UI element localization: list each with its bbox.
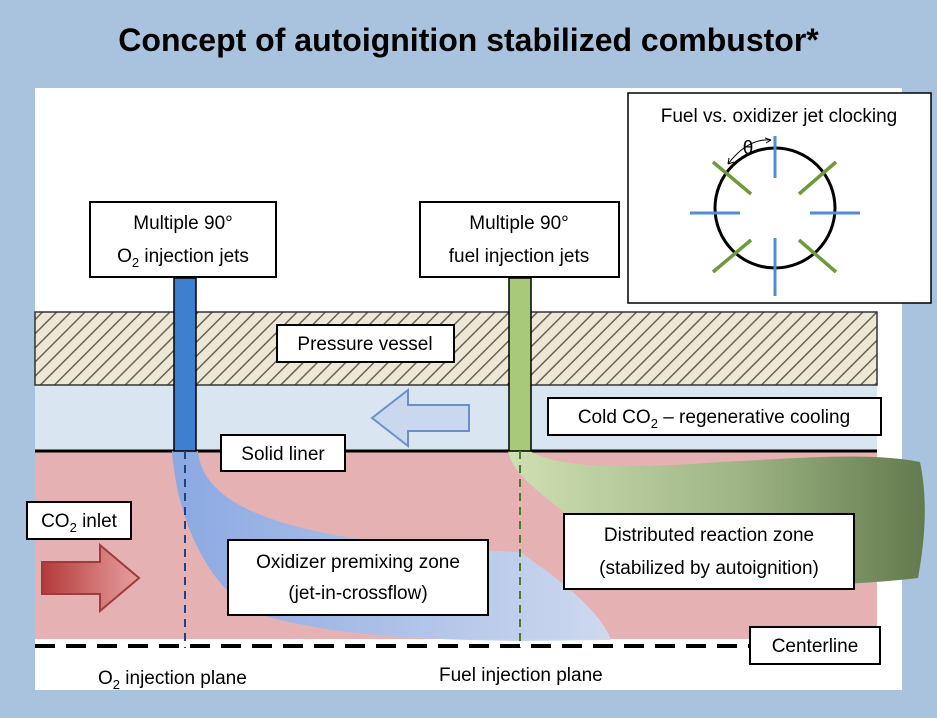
svg-text:Centerline: Centerline (772, 636, 859, 657)
svg-text:Cold CO2 – regenerative coolin: Cold CO2 – regenerative cooling (578, 407, 850, 431)
svg-text:fuel injection jets: fuel injection jets (449, 246, 589, 267)
fuel-injection-plane-label: Fuel injection plane (439, 665, 603, 686)
svg-text:(stabilized by autoignition): (stabilized by autoignition) (599, 558, 819, 579)
centerline-label-box: Centerline (749, 626, 881, 665)
inset-theta-arc (727, 139, 772, 165)
left-notch (0, 262, 35, 462)
inset-theta-symbol: θ (743, 138, 754, 159)
svg-text:Multiple 90°: Multiple 90° (469, 213, 568, 234)
svg-text:CO2 inlet: CO2 inlet (41, 511, 118, 535)
fuel-injection-jet (508, 277, 532, 452)
inset-fuel-jet-top-right (797, 160, 838, 196)
svg-text:Fuel vs. oxidizer jet clocking: Fuel vs. oxidizer jet clocking (661, 106, 898, 127)
inset-fuel-jet-bottom-right (797, 238, 838, 274)
cold-co2-label-box: Cold CO2 – regenerative cooling (547, 397, 882, 436)
svg-text:Multiple 90°: Multiple 90° (133, 213, 232, 234)
svg-text:O2 injection jets: O2 injection jets (117, 246, 249, 270)
solid-liner-label-box: Solid liner (220, 434, 346, 472)
jet-clocking-inset: Fuel vs. oxidizer jet clocking θ (627, 92, 932, 304)
co2-inlet-arrow (41, 542, 141, 614)
oxidizer-zone-label-box: Oxidizer premixing zone (jet-in-crossflo… (227, 539, 489, 616)
o2-injection-jet (173, 277, 197, 452)
svg-text:Oxidizer premixing zone: Oxidizer premixing zone (256, 552, 460, 573)
co2-inlet-label-box: CO2 inlet (26, 501, 132, 540)
o2-injection-plane-label: O2 injection plane (98, 668, 247, 692)
svg-text:Distributed reaction zone: Distributed reaction zone (604, 525, 814, 546)
svg-text:(jet-in-crossflow): (jet-in-crossflow) (288, 583, 427, 604)
inset-fuel-jet-top-left (711, 160, 753, 196)
o2-jets-label-box: Multiple 90° O2 injection jets (89, 201, 277, 278)
fuel-jets-label-box: Multiple 90° fuel injection jets (419, 201, 620, 278)
reaction-zone-label-box: Distributed reaction zone (stabilized by… (563, 513, 855, 590)
pressure-vessel-label-box: Pressure vessel (276, 324, 455, 363)
diagram-title: Concept of autoignition stabilized combu… (118, 22, 819, 58)
inset-fuel-jet-bottom-left (711, 238, 753, 274)
cooling-flow-arrow (370, 387, 470, 449)
svg-text:Solid liner: Solid liner (241, 444, 325, 465)
pressure-vessel-wall (34, 311, 878, 386)
svg-text:Pressure vessel: Pressure vessel (297, 334, 432, 355)
